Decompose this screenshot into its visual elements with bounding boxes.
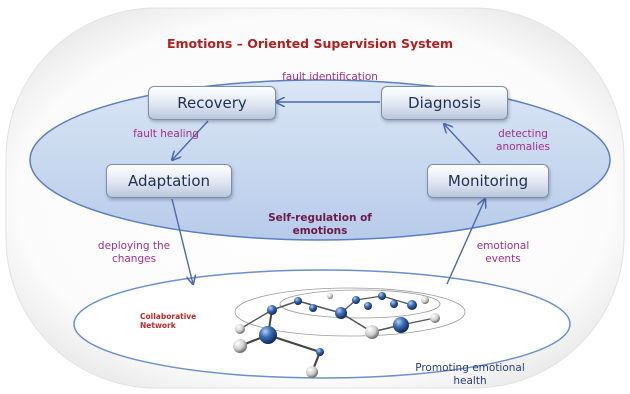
deploying-changes-line2: changes [111,253,157,266]
diagram-title: Emotions – Oriented Supervision System [166,36,454,51]
self-regulation-line1: Self-regulation of [268,212,372,224]
network-node [233,339,247,353]
network-node [364,302,372,310]
network-node [259,326,277,344]
detecting-anomalies-line2: anomalies [496,141,550,154]
network-node [390,300,398,308]
fault-healing-label: fault healing [133,128,199,140]
detecting-anomalies-label: detecting anomalies [478,128,568,154]
self-regulation-line2: emotions [292,225,348,238]
orbit-ring [234,287,466,337]
collaborative-network-label: Collaborative Network [140,312,220,331]
orbit-ring [279,289,441,319]
emotional-events-line2: events [485,253,521,266]
network-ellipse [73,269,571,379]
emotional-events-line1: emotional [476,240,530,252]
network-node [309,304,317,312]
network-node [421,296,429,304]
arrow-adaptation-to-network [171,198,193,284]
adaptation-node: Adaptation [106,164,232,198]
self-regulation-ellipse [29,79,611,241]
network-node [352,296,360,304]
network-link [355,295,383,301]
network-node [267,305,277,315]
promoting-health-label: Promoting emotional health [400,362,540,388]
network-node [365,325,379,339]
network-link [297,300,342,314]
fault-identification-label: fault identification [282,71,378,83]
network-node [335,307,347,319]
network-node [294,297,302,305]
network-link [381,295,413,306]
diagnosis-node: Diagnosis [381,86,508,120]
network-link [239,309,273,330]
network-node [430,313,440,323]
network-node [306,366,318,378]
collaborative-network-line2: Network [140,321,176,331]
self-regulation-label: Self-regulation of emotions [250,212,390,238]
network-node [378,292,386,300]
network-illustration [233,287,466,378]
arrow-network-to-monitoring [446,199,485,285]
promoting-health-line2: health [453,375,487,388]
network-link [267,333,321,354]
network-node [316,348,324,356]
deploying-changes-line1: deploying the [97,240,171,252]
arrow-monitoring-to-diagnosis [444,124,481,164]
monitoring-node: Monitoring [427,164,549,198]
collaborative-network-line1: Collaborative [140,312,197,321]
network-node [327,293,333,299]
recovery-node: Recovery [148,86,276,120]
emotional-events-label: emotional events [458,240,548,266]
network-node [235,324,245,334]
promoting-health-line1: Promoting emotional [415,362,525,374]
arrow-recovery-to-adaptation [172,120,209,160]
network-node [393,317,409,333]
deploying-changes-label: deploying the changes [84,240,184,266]
network-node [407,300,417,310]
detecting-anomalies-line1: detecting [498,128,548,140]
